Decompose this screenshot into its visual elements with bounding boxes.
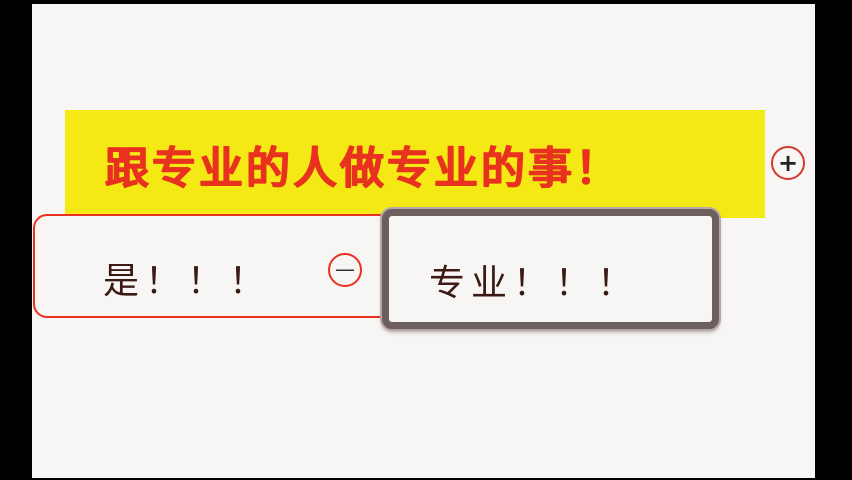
root-topic-label: 跟专业的人做专业的事！ — [105, 143, 622, 194]
child-topic-node-1[interactable]: 是！！！ — [33, 214, 397, 318]
collapse-icon[interactable]: — — [328, 253, 362, 287]
root-topic-node[interactable]: 跟专业的人做专业的事！ — [65, 110, 765, 218]
mindmap-canvas[interactable]: 跟专业的人做专业的事！ + 是！！！ — 专业！！！ — [32, 4, 815, 478]
child-topic-label-1: 是！！！ — [103, 261, 272, 302]
expand-icon[interactable]: + — [771, 146, 805, 180]
child-topic-label-2: 专业！！！ — [429, 263, 640, 304]
child-topic-node-2-selected[interactable]: 专业！！！ — [382, 209, 719, 329]
